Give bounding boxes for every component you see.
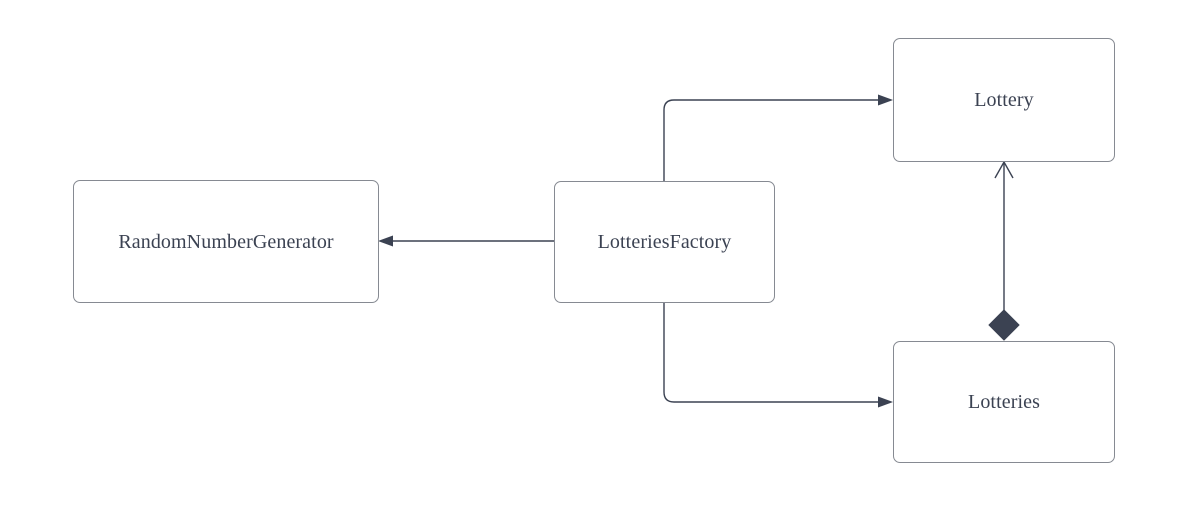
- edge-lotteries-composes-lottery[interactable]: [988, 160, 1020, 341]
- arrow-right-icon: [878, 94, 893, 106]
- node-lotteries-factory[interactable]: LotteriesFactory: [554, 181, 775, 303]
- edge-factory-to-lottery[interactable]: [663, 94, 893, 182]
- node-label: Lotteries: [968, 391, 1040, 413]
- node-label: RandomNumberGenerator: [118, 230, 334, 253]
- arrow-left-icon: [378, 235, 393, 247]
- arrow-right-icon: [878, 396, 893, 408]
- node-lottery[interactable]: Lottery: [893, 38, 1115, 162]
- filled-diamond-icon: [988, 309, 1020, 341]
- node-lotteries[interactable]: Lotteries: [893, 341, 1115, 463]
- edge-line: [663, 303, 885, 403]
- node-label: Lottery: [974, 89, 1034, 111]
- edge-factory-to-lotteries[interactable]: [663, 303, 893, 408]
- open-arrow-up-icon: [994, 160, 1014, 179]
- edge-factory-to-generator[interactable]: [378, 235, 554, 247]
- node-random-number-generator[interactable]: RandomNumberGenerator: [73, 180, 379, 303]
- edge-line: [663, 99, 885, 181]
- node-label: LotteriesFactory: [597, 231, 732, 253]
